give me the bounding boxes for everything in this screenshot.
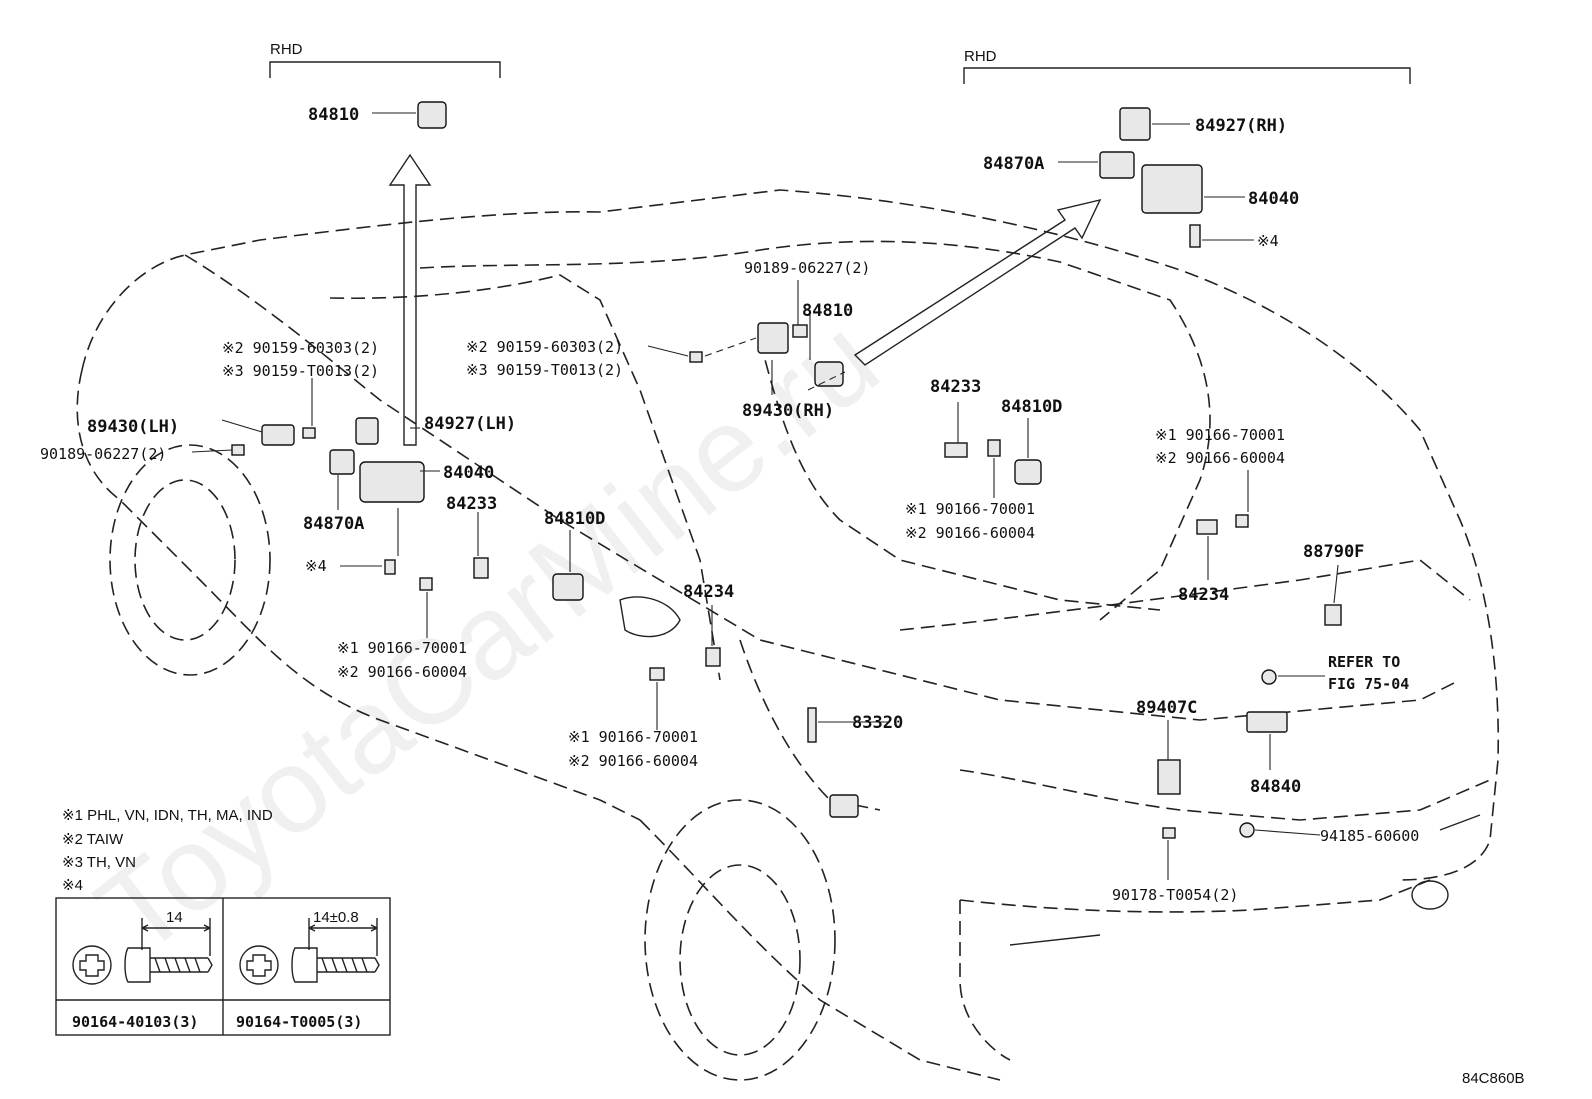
callout-note-l-2: ※2 90159-60303(2)	[222, 339, 379, 357]
dim-a-label: 14	[166, 909, 183, 926]
rhd-label-left: RHD	[270, 41, 303, 58]
callout-84870a-right: 84870A	[983, 154, 1044, 174]
callout-83320: 83320	[852, 713, 903, 733]
callout-note-mid-3: ※3 90159-T0013(2)	[466, 361, 623, 379]
callout-89430-rh: 89430(RH)	[742, 401, 834, 421]
callout-note4-left: ※4	[305, 557, 327, 575]
callout-note-l-3: ※3 90159-T0013(2)	[222, 362, 379, 380]
callout-90189-left: 90189-06227(2)	[40, 445, 166, 463]
callout-note-mid-2: ※2 90159-60303(2)	[466, 338, 623, 356]
legend-line-2: ※2 TAIW	[62, 831, 124, 848]
callout-84927-rh: 84927(RH)	[1195, 116, 1287, 136]
legend-line-1: ※1 PHL, VN, IDN, TH, MA, IND	[62, 807, 273, 824]
screw-b-drawing	[239, 918, 380, 985]
callout-94185: 94185-60600	[1320, 827, 1419, 845]
callout-note4-right: ※4	[1257, 232, 1279, 250]
arrow-up-left	[388, 153, 432, 446]
legend-line-4: ※4	[62, 877, 83, 894]
legend-line-3: ※3 TH, VN	[62, 854, 136, 871]
callout-note-rr-2: ※2 90166-60004	[1155, 449, 1285, 467]
callout-note-rr-1: ※1 90166-70001	[1155, 426, 1285, 444]
callout-note-bl-1: ※1 90166-70001	[337, 639, 467, 657]
callout-note-r-2: ※2 90166-60004	[905, 524, 1035, 542]
callout-90178: 90178-T0054(2)	[1112, 886, 1238, 904]
dim-b-label: 14±0.8	[313, 909, 359, 926]
callout-84233-left: 84233	[446, 494, 497, 514]
legend: ※1 PHL, VN, IDN, TH, MA, IND ※2 TAIW ※3 …	[55, 807, 391, 1036]
callout-refer-2: FIG 75-04	[1328, 675, 1409, 693]
rhd-bracket-right	[963, 67, 1411, 84]
callout-84040-right: 84040	[1248, 189, 1299, 209]
callout-88790f: 88790F	[1303, 542, 1364, 562]
callout-84810-top: 84810	[308, 105, 359, 125]
callout-84040-left: 84040	[443, 463, 494, 483]
callout-note-bl-2: ※2 90166-60004	[337, 663, 467, 681]
part-symbols	[231, 101, 1342, 839]
callout-89407c: 89407C	[1136, 698, 1197, 718]
callout-note-r-1: ※1 90166-70001	[905, 500, 1035, 518]
callout-90189-mid: 90189-06227(2)	[744, 259, 870, 277]
car-outline	[76, 189, 1500, 1081]
leader-lines	[191, 112, 1339, 880]
rhd-bracket-left	[269, 61, 501, 78]
screw-a-drawing	[72, 918, 213, 985]
callout-84233-right: 84233	[930, 377, 981, 397]
callout-89430-lh: 89430(LH)	[87, 417, 179, 437]
callout-84810d-mid: 84810D	[544, 509, 605, 529]
rhd-label-right: RHD	[964, 48, 997, 65]
callout-refer-1: REFER TO	[1328, 653, 1400, 671]
watermark: ToyotaCarMine.ru	[74, 292, 903, 981]
arrow-up-right	[853, 198, 1102, 366]
callout-note-c-1: ※1 90166-70001	[568, 728, 698, 746]
callout-84840: 84840	[1250, 777, 1301, 797]
callout-84234-right: 84234	[1178, 585, 1229, 605]
callout-84810-mid: 84810	[802, 301, 853, 321]
callout-note-c-2: ※2 90166-60004	[568, 752, 698, 770]
callout-84870a-left: 84870A	[303, 514, 364, 534]
legend-part-a: 90164-40103(3)	[72, 1013, 198, 1031]
legend-part-b: 90164-T0005(3)	[236, 1013, 362, 1031]
callout-84927-lh: 84927(LH)	[424, 414, 516, 434]
callout-84810d-right: 84810D	[1001, 397, 1062, 417]
figure-code: 84C860B	[1462, 1070, 1525, 1087]
callout-84234-mid: 84234	[683, 582, 734, 602]
